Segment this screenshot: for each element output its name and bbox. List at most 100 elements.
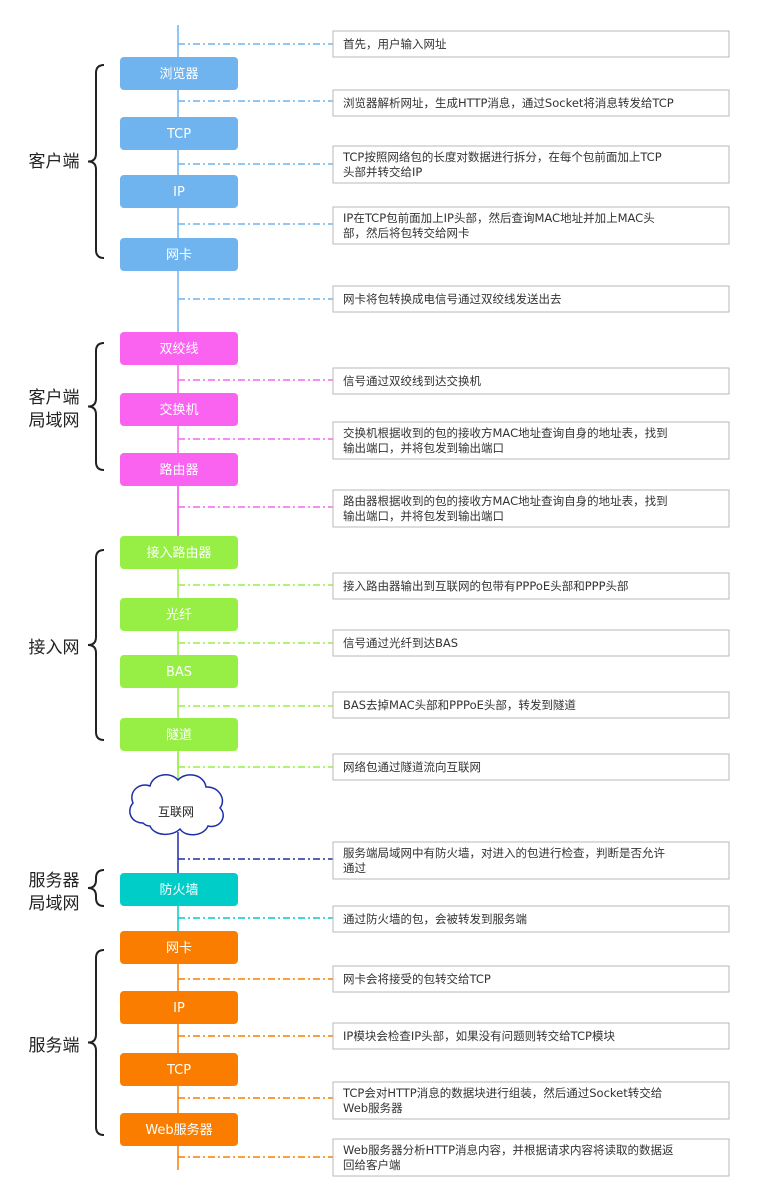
node-client-tcp: TCP (120, 117, 238, 150)
description-box (332, 753, 730, 781)
description-text: Web服务器 (343, 1101, 403, 1115)
description-box (332, 1138, 730, 1177)
node-server-nic: 网卡 (120, 931, 238, 964)
description-box (332, 206, 730, 245)
node-box (120, 1053, 238, 1086)
node-box (120, 238, 238, 271)
description-box (332, 367, 730, 395)
description-text: 输出端口，并将包发到输出端口 (343, 509, 504, 523)
node-label: 光纤 (166, 608, 192, 623)
node-box (120, 655, 238, 688)
brace-client_lan (87, 342, 105, 471)
node-label: 双绞线 (159, 341, 198, 357)
description-text: 信号通过双绞线到达交换机 (343, 374, 481, 388)
description-text: 首先，用户输入网址 (343, 37, 447, 51)
description-text: 路由器根据收到的包的接收方MAC地址查询自身的地址表，找到 (343, 494, 668, 508)
node-firewall: 防火墙 (120, 873, 238, 906)
description-boxes: 首先，用户输入网址浏览器解析网址，生成HTTP消息，通过Socket将消息转发给… (332, 30, 730, 1177)
node-bas: BAS (120, 655, 238, 688)
description-box (332, 965, 730, 993)
node-label: TCP (166, 127, 191, 142)
group-label-client_lan: 客户端 (29, 388, 80, 408)
description-text: 交换机根据收到的包的接收方MAC地址查询自身的地址表，找到 (343, 426, 668, 440)
node-label: 路由器 (159, 462, 198, 478)
description-text: 通过防火墙的包，会被转发到服务端 (343, 912, 527, 926)
description-text: 浏览器解析网址，生成HTTP消息，通过Socket将消息转发给TCP (343, 96, 674, 110)
description-11: BAS去掉MAC头部和PPPoE头部，转发到隧道 (332, 691, 730, 719)
cloud-label: 互联网 (158, 805, 194, 819)
node-access-router: 接入路由器 (120, 536, 238, 569)
node-box (120, 873, 238, 906)
group-label-server: 服务端 (29, 1036, 80, 1056)
description-box (332, 841, 730, 880)
node-box (120, 991, 238, 1024)
node-client-browser: 浏览器 (120, 57, 238, 90)
node-client-nic: 网卡 (120, 238, 238, 271)
description-box (332, 1022, 730, 1050)
node-label: TCP (166, 1063, 191, 1078)
description-box (332, 572, 730, 600)
description-1: 首先，用户输入网址 (332, 30, 730, 58)
description-2: 浏览器解析网址，生成HTTP消息，通过Socket将消息转发给TCP (332, 89, 730, 117)
description-box (332, 1081, 730, 1120)
node-box (120, 1113, 238, 1146)
node-label: IP (173, 1001, 185, 1016)
node-label: 网卡 (166, 248, 192, 263)
description-12: 网络包通过隧道流向互联网 (332, 753, 730, 781)
node-twisted-pair: 双绞线 (120, 332, 238, 365)
node-box (120, 393, 238, 426)
group-braces (87, 64, 105, 1136)
internet-cloud: 互联网 (129, 774, 224, 836)
description-4: IP在TCP包前面加上IP头部，然后查询MAC地址并加上MAC头部，然后将包转交… (332, 206, 730, 245)
group-label-client: 客户端 (29, 152, 80, 172)
description-8: 路由器根据收到的包的接收方MAC地址查询自身的地址表，找到输出端口，并将包发到输… (332, 489, 730, 528)
node-label: BAS (166, 665, 192, 680)
description-box (332, 285, 730, 313)
node-label: 隧道 (166, 727, 192, 743)
description-box (332, 905, 730, 933)
node-router: 路由器 (120, 453, 238, 486)
description-5: 网卡将包转换成电信号通过双绞线发送出去 (332, 285, 730, 313)
node-box (120, 453, 238, 486)
cloud-icon (129, 774, 224, 836)
description-text: 头部并转交给IP (343, 165, 422, 179)
node-server-ip: IP (120, 991, 238, 1024)
description-box (332, 421, 730, 460)
description-box (332, 89, 730, 117)
description-box (332, 629, 730, 657)
description-7: 交换机根据收到的包的接收方MAC地址查询自身的地址表，找到输出端口，并将包发到输… (332, 421, 730, 460)
node-label: Web服务器 (145, 1122, 212, 1138)
brace-server (87, 949, 105, 1136)
description-box (332, 145, 730, 184)
node-box (120, 57, 238, 90)
flow-nodes: 浏览器TCPIP网卡双绞线交换机路由器接入路由器光纤BAS隧道防火墙网卡IPTC… (120, 57, 238, 1146)
group-label-access: 接入网 (29, 638, 80, 658)
description-text: 信号通过光纤到达BAS (343, 636, 458, 650)
description-text: IP在TCP包前面加上IP头部，然后查询MAC地址并加上MAC头 (343, 211, 655, 225)
brace-access (87, 549, 105, 741)
description-text: 部，然后将包转交给网卡 (343, 226, 470, 240)
description-text: TCP会对HTTP消息的数据块进行组装，然后通过Socket转交给 (342, 1086, 662, 1100)
node-label: 网卡 (166, 941, 192, 956)
connector-lines (178, 43, 333, 1158)
description-text: BAS去掉MAC头部和PPPoE头部，转发到隧道 (343, 698, 576, 712)
description-text: 接入路由器输出到互联网的包带有PPPoE头部和PPP头部 (343, 579, 629, 593)
description-text: TCP按照网络包的长度对数据进行拆分，在每个包前面加上TCP (342, 150, 662, 164)
description-14: 通过防火墙的包，会被转发到服务端 (332, 905, 730, 933)
group-label-client_lan: 局域网 (29, 411, 80, 431)
description-text: 输出端口，并将包发到输出端口 (343, 441, 504, 455)
node-box (120, 598, 238, 631)
node-fiber: 光纤 (120, 598, 238, 631)
description-15: 网卡会将接受的包转交给TCP (332, 965, 730, 993)
node-web-server: Web服务器 (120, 1113, 238, 1146)
description-9: 接入路由器输出到互联网的包带有PPPoE头部和PPP头部 (332, 572, 730, 600)
description-6: 信号通过双绞线到达交换机 (332, 367, 730, 395)
brace-client (87, 64, 105, 259)
brace-server_lan (87, 869, 105, 907)
node-box (120, 718, 238, 751)
